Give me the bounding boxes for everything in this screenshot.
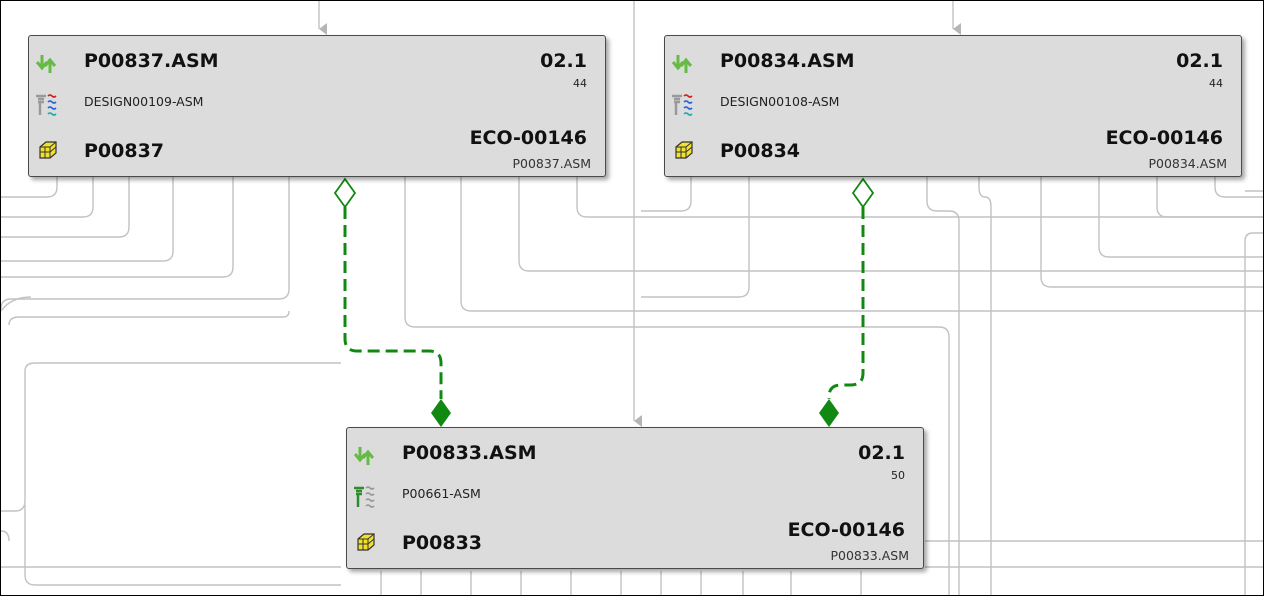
part-cube-icon: [39, 141, 57, 159]
design-name: P00661-ASM: [402, 486, 481, 501]
file-name: P00833.ASM: [830, 548, 909, 563]
design-link-icon: [354, 486, 375, 508]
eco-number: ECO-00146: [469, 127, 587, 149]
file-name: P00837.ASM: [512, 156, 591, 171]
filled-diamond-icon: [819, 399, 839, 427]
node-name: P00837.ASM: [84, 50, 219, 72]
revision: 02.1: [540, 50, 587, 72]
node-card[interactable]: P00834.ASM DESIGN00108-ASM P00834 02.1 4…: [664, 35, 1242, 177]
status-arrows-icon: [36, 55, 56, 73]
link-p00834-to-p00833[interactable]: [827, 207, 865, 399]
status-arrows-icon: [672, 55, 692, 73]
part-number: P00833: [402, 532, 483, 554]
part-cube-icon: [357, 533, 375, 551]
filled-diamond-icon: [431, 399, 451, 427]
file-name: P00834.ASM: [1148, 156, 1227, 171]
eco-number: ECO-00146: [787, 519, 905, 541]
design-link-icon: [672, 94, 693, 116]
design-name: DESIGN00109-ASM: [84, 94, 204, 109]
part-cube-icon: [675, 141, 693, 159]
design-name: DESIGN00108-ASM: [720, 94, 840, 109]
design-link-icon: [36, 94, 57, 116]
iteration: 44: [1209, 77, 1223, 90]
part-number: P00834: [720, 140, 801, 162]
revision: 02.1: [858, 442, 905, 464]
link-p00837-to-p00833[interactable]: [343, 207, 443, 399]
open-diamond-icon: [333, 177, 357, 209]
iteration: 44: [573, 77, 587, 90]
node-card[interactable]: P00837.ASM DESIGN00109-ASM P00837 02.1 4…: [28, 35, 606, 177]
iteration: 50: [891, 469, 905, 482]
revision: 02.1: [1176, 50, 1223, 72]
node-name: P00834.ASM: [720, 50, 855, 72]
status-arrows-icon: [354, 447, 374, 465]
node-name: P00833.ASM: [402, 442, 537, 464]
open-diamond-icon: [851, 177, 875, 209]
eco-number: ECO-00146: [1105, 127, 1223, 149]
part-number: P00837: [84, 140, 165, 162]
node-card[interactable]: P00833.ASM P00661-ASM P00833 02.1 50 ECO…: [346, 427, 924, 569]
